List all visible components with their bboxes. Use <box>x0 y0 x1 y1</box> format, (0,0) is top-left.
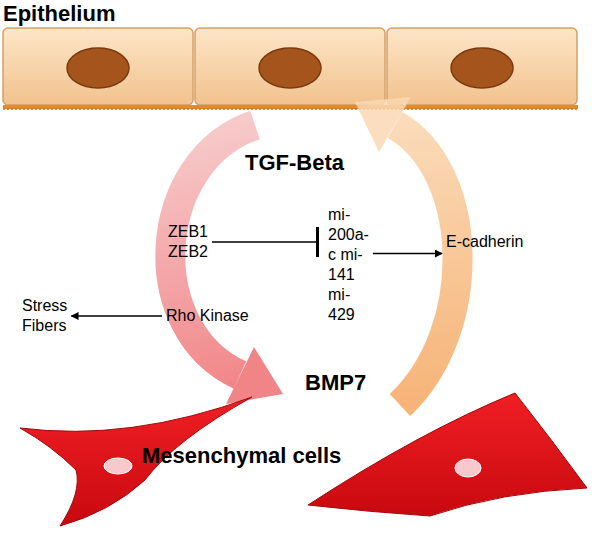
nucleus <box>67 48 129 88</box>
basement-membrane <box>3 105 578 109</box>
kinase-label: Rho Kinase <box>166 306 249 326</box>
node-text: Stress Fibers <box>22 296 67 336</box>
node-text: mi-200a-c mi-141 mi-429 <box>328 205 369 325</box>
inhibition-line <box>212 241 318 243</box>
node-text: E-cadherin <box>446 232 523 252</box>
epithelial-cells <box>3 28 578 109</box>
protein-label: E-cadherin <box>446 232 523 252</box>
node-text: Rho Kinase <box>166 306 249 326</box>
factor-label: TGF-Beta <box>245 150 344 176</box>
gene-label: ZEB1 ZEB2 <box>168 222 208 262</box>
met-arrow <box>395 125 458 405</box>
cycle-arrows <box>170 97 457 405</box>
nucleus <box>104 458 132 474</box>
mesenchymal-cells <box>20 393 587 526</box>
epithelial-cell <box>387 28 577 105</box>
nucleus <box>259 48 321 88</box>
mesenchymal-cell <box>308 393 587 516</box>
nucleus <box>455 459 481 477</box>
epithelial-cell <box>195 28 385 105</box>
activation-arrow <box>71 315 162 317</box>
activation-arrow <box>373 253 442 255</box>
node-text: ZEB1 ZEB2 <box>168 222 208 262</box>
epithelial-cell <box>3 28 193 105</box>
mirna-label: mi-200a-c mi-141 mi-429 <box>328 205 369 325</box>
basement-membrane <box>3 108 578 110</box>
nucleus <box>451 48 513 88</box>
emt-arrowhead <box>226 347 283 404</box>
cell-type-label: Mesenchymal cells <box>142 443 341 469</box>
effect-label: Stress Fibers <box>22 296 67 336</box>
met-arrowhead <box>355 97 411 152</box>
tissue-label: Epithelium <box>3 1 115 27</box>
factor-label: BMP7 <box>305 370 366 396</box>
